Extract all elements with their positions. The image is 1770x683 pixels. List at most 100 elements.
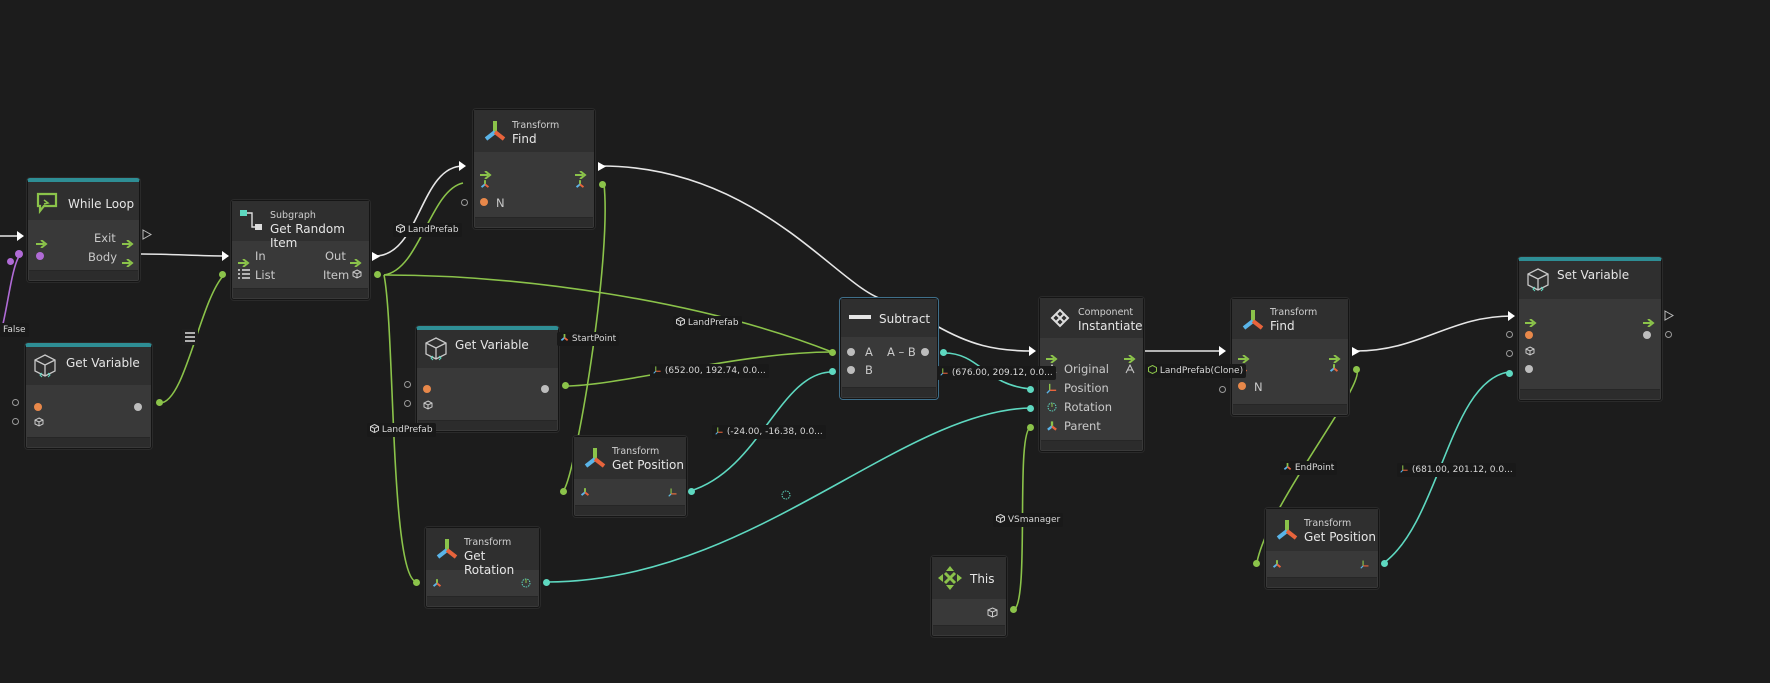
in-port-label: In — [255, 249, 266, 263]
value-output-port[interactable] — [1643, 331, 1651, 339]
label-text: (676.00, 209.12, 0.0... — [951, 368, 1053, 378]
transform-connector[interactable] — [599, 181, 606, 188]
transform-icon — [1283, 463, 1292, 470]
node-title: Instantiate — [1078, 319, 1143, 333]
name-input-port[interactable] — [1238, 382, 1246, 390]
flow-out-port[interactable] — [1643, 312, 1655, 328]
unconnected-port[interactable] — [461, 199, 468, 206]
unconnected-port[interactable] — [12, 399, 19, 406]
unconnected-port[interactable] — [404, 400, 411, 407]
object-cube-icon — [987, 607, 998, 618]
flow-in-port[interactable] — [36, 233, 48, 249]
out-flow-port[interactable] — [350, 252, 362, 268]
list-connector[interactable] — [219, 271, 226, 278]
value-connector[interactable] — [1506, 370, 1513, 377]
item-cube-icon — [352, 269, 362, 279]
transform-connector[interactable] — [413, 579, 420, 586]
a-connector[interactable] — [829, 349, 836, 356]
value-wire — [383, 274, 418, 583]
unconnected-port[interactable] — [1506, 350, 1513, 357]
name-input-port[interactable] — [423, 385, 431, 393]
quaternion-port-icon — [521, 578, 531, 588]
node-title: Get Position — [1304, 530, 1376, 544]
unconnected-port[interactable] — [1506, 331, 1513, 338]
transform-find-node[interactable]: Transform Find N — [473, 109, 595, 229]
result-output-port[interactable] — [921, 348, 929, 356]
value-connector[interactable] — [562, 382, 569, 389]
name-input-port[interactable] — [480, 198, 488, 206]
startpoint-label: StartPoint — [557, 332, 620, 346]
vector-wire — [1384, 371, 1510, 563]
flow-wire — [1355, 315, 1513, 352]
vector3-icon — [653, 366, 661, 374]
transform-connector[interactable] — [1353, 366, 1360, 373]
vector-connector[interactable] — [688, 488, 695, 495]
this-node[interactable]: This — [931, 556, 1007, 637]
flow-wire — [374, 165, 464, 257]
unconnected-port[interactable] — [1665, 331, 1672, 338]
unconnected-port[interactable] — [12, 418, 19, 425]
transform-get-position-node[interactable]: Transform Get Position — [573, 436, 687, 517]
flow-out-port[interactable] — [1124, 348, 1136, 364]
list-port-label: List — [255, 268, 276, 282]
transform-get-rotation-node[interactable]: Transform Get Rotation — [425, 527, 540, 608]
label-text: (-24.00, -16.38, 0.0... — [726, 427, 823, 437]
transform-port-icon — [480, 180, 490, 188]
in-flow-port[interactable] — [238, 252, 250, 268]
name-input-port[interactable] — [1525, 331, 1533, 339]
transform-connector[interactable] — [560, 488, 567, 495]
rotation-connector[interactable] — [543, 579, 550, 586]
transform-port-icon — [1047, 421, 1057, 431]
transform-out-icon — [575, 180, 585, 188]
unconnected-port[interactable] — [1219, 386, 1226, 393]
node-category: Transform — [612, 446, 660, 457]
body-connector[interactable] — [15, 250, 23, 258]
transform-connector[interactable] — [1253, 560, 1260, 567]
a-input-port[interactable] — [847, 348, 855, 356]
flow-out-port[interactable] — [1329, 348, 1341, 364]
transform-axes-icon — [1276, 520, 1298, 540]
label-text: (652.00, 192.74, 0.0... — [664, 366, 766, 376]
value-output-port[interactable] — [541, 385, 549, 393]
node-title: Set Variable — [1557, 268, 1630, 282]
result-connector[interactable] — [940, 349, 947, 356]
object-cube-icon — [34, 417, 44, 427]
subtract-node[interactable]: Subtract A A – B B — [840, 298, 938, 399]
body-connector-2[interactable] — [7, 258, 14, 265]
body-flow-port[interactable] — [122, 252, 134, 268]
label-text: LandPrefab — [381, 425, 433, 435]
flow-in-port[interactable] — [1238, 348, 1250, 364]
flow-in-port[interactable] — [1046, 348, 1058, 364]
unconnected-port[interactable] — [404, 381, 411, 388]
item-connector[interactable] — [374, 271, 381, 278]
vector-connector[interactable] — [1381, 560, 1388, 567]
node-category: Transform — [1270, 307, 1318, 318]
rotation-connector[interactable] — [1027, 405, 1034, 412]
transform-get-position-node[interactable]: Transform Get Position — [1265, 508, 1379, 589]
parent-connector[interactable] — [1027, 424, 1034, 431]
name-input-port[interactable] — [34, 403, 42, 411]
transform-find-node[interactable]: Transform Find N — [1231, 298, 1349, 416]
flow-in-port[interactable] — [480, 164, 492, 180]
set-variable-node[interactable]: Set Variable — [1518, 257, 1662, 401]
generic-type-icon — [1125, 363, 1135, 374]
condition-port[interactable] — [36, 252, 44, 260]
value-output-port[interactable] — [134, 403, 142, 411]
flow-out-port[interactable] — [575, 164, 587, 180]
this-connector[interactable] — [1010, 606, 1017, 613]
b-connector[interactable] — [829, 368, 836, 375]
get-random-item-node[interactable]: Subgraph Get Random Item In Out List Ite… — [231, 200, 370, 300]
landprefab-label: LandPrefab — [367, 423, 436, 437]
get-variable-node[interactable]: Get Variable — [416, 326, 559, 432]
component-instantiate-node[interactable]: Component Instantiate Original Position … — [1039, 297, 1144, 452]
exit-flow-port[interactable] — [122, 233, 134, 249]
b-input-port[interactable] — [847, 366, 855, 374]
while-loop-node[interactable]: While Loop Exit Body — [27, 178, 140, 282]
value-connector[interactable] — [156, 399, 163, 406]
transform-icon — [560, 334, 569, 341]
flow-in-port[interactable] — [1525, 312, 1537, 328]
get-variable-node[interactable]: Get Variable — [25, 343, 152, 449]
item-port-label: Item — [323, 268, 350, 282]
value-input-port[interactable] — [1525, 365, 1533, 373]
position-connector[interactable] — [1027, 386, 1034, 393]
